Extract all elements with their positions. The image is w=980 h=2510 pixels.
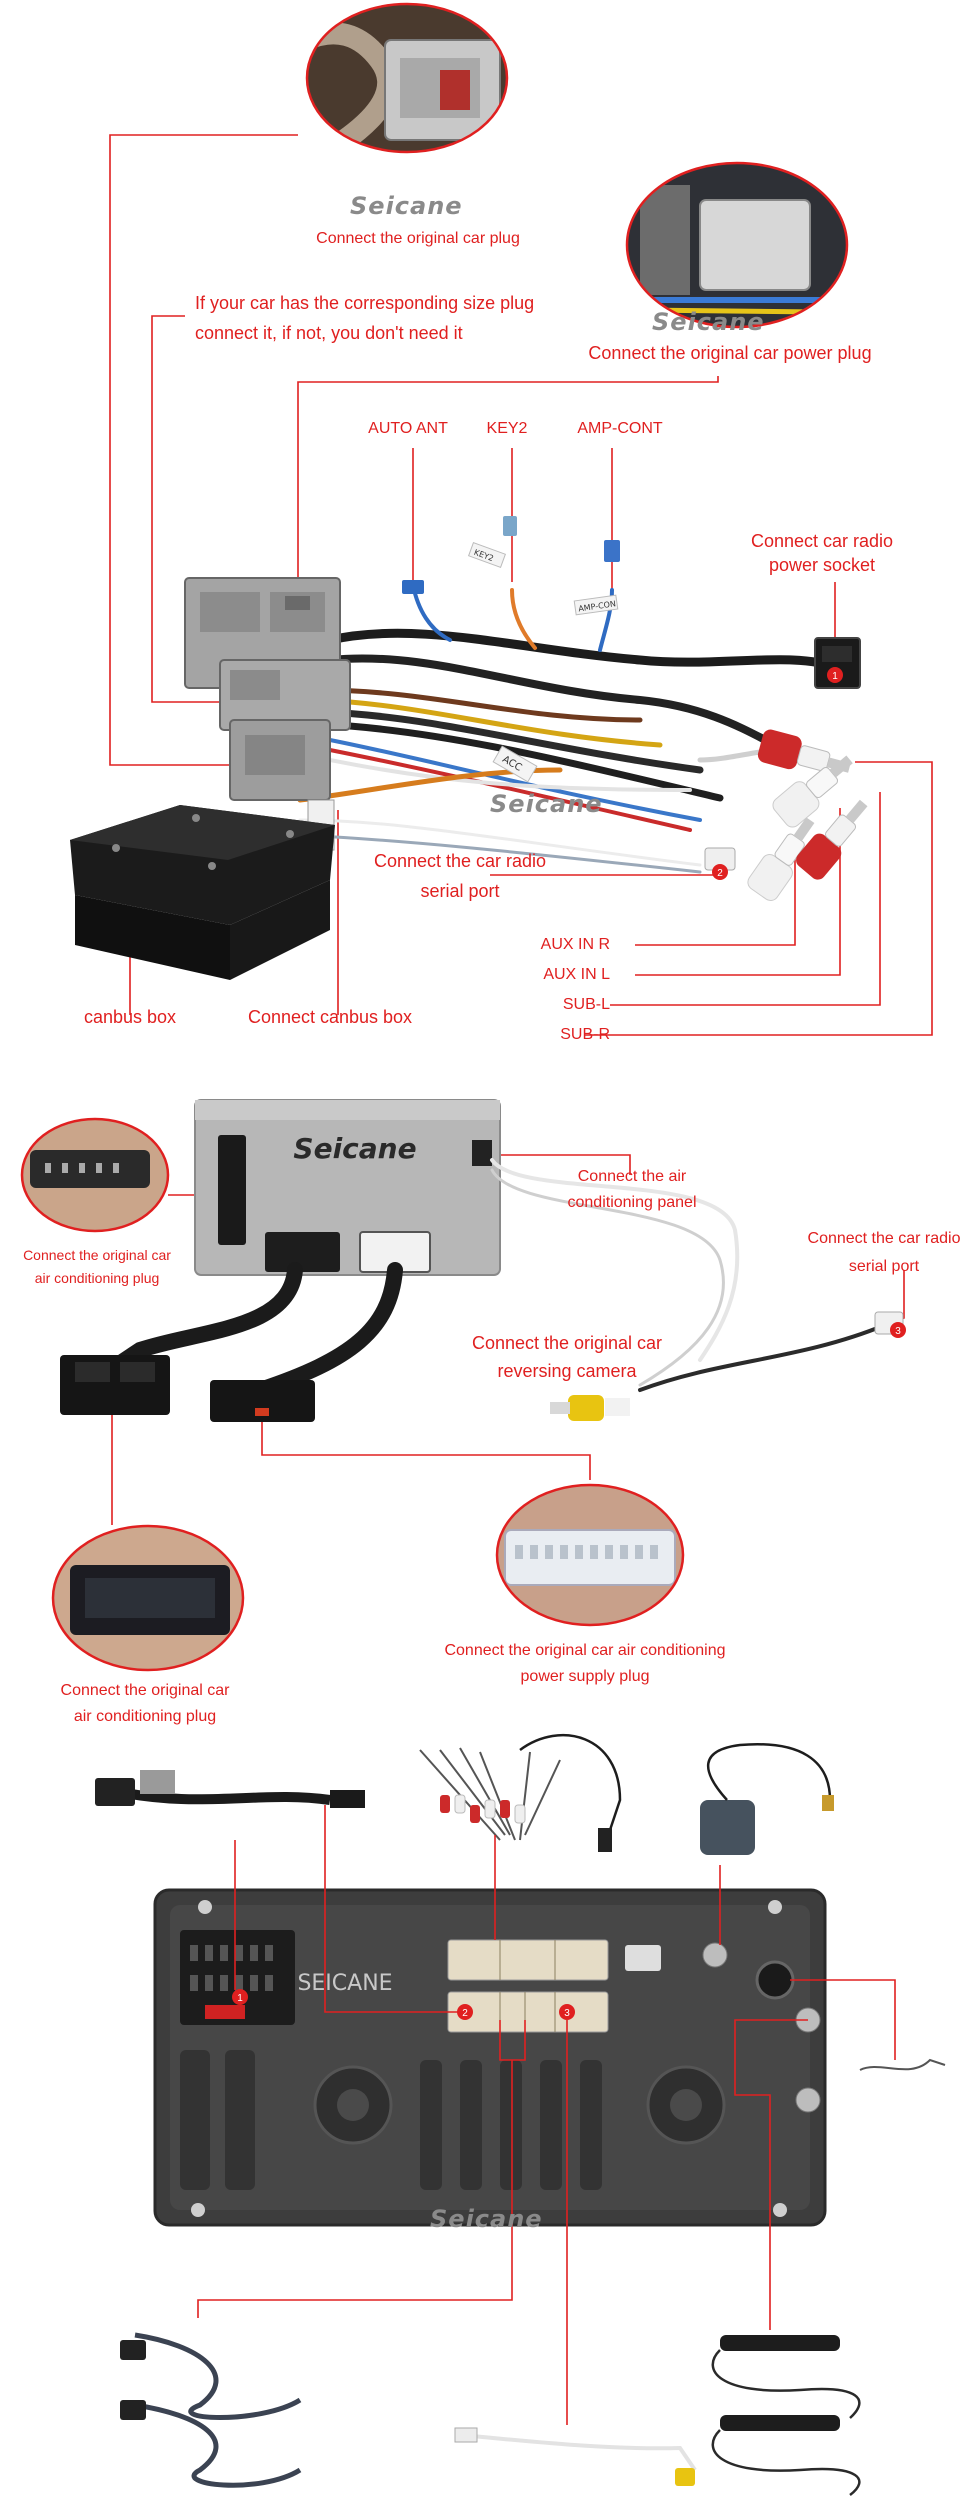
head-unit: SEICANE 1 2 3 [153, 1888, 827, 2227]
watermark-3: Seicane [490, 790, 603, 818]
s3-cables [120, 2058, 946, 2496]
label-serial-1: Connect the car radio [373, 851, 547, 871]
label-size-plug-1: If your car has the corresponding size p… [195, 293, 535, 313]
label-canbus-box: canbus box [83, 1007, 177, 1027]
photo-ac-plug-2 [51, 1524, 245, 1672]
leader-lines-s3 [197, 1805, 896, 2425]
photo-ac-power-plug [495, 1483, 685, 1627]
label-camera-2: reversing camera [497, 1361, 637, 1381]
rca-plugs [747, 729, 868, 902]
serial-port-s1: 2 [704, 847, 736, 880]
label-ac-plug-b2: air conditioning plug [73, 1708, 217, 1725]
label-serial-s2-2: serial port [848, 1258, 920, 1275]
wire-tags: KEY2 AMP-CON ACC [402, 516, 620, 783]
badge-3: 3 [895, 1326, 901, 1337]
photo-power-plug [625, 161, 849, 329]
label-aux-r: AUX IN R [540, 936, 610, 953]
label-key2: KEY2 [486, 420, 528, 437]
label-canbus-connect: Connect canbus box [247, 1007, 413, 1027]
label-camera-1: Connect the original car [471, 1333, 663, 1353]
s2-connectors: 3 [60, 1311, 906, 1422]
photo-ac-plug [20, 1117, 170, 1233]
label-size-plug-2: connect it, if not, you don't need it [195, 323, 463, 343]
s2-wires [102, 1158, 887, 1398]
badge-unit-1: 1 [237, 1993, 243, 2004]
label-ac-panel-1: Connect the air [577, 1168, 687, 1185]
label-ac-power-2: power supply plug [520, 1668, 650, 1685]
label-radio-socket-1: Connect car radio [750, 531, 894, 551]
label-serial-2: serial port [420, 881, 500, 901]
label-ac-power-1: Connect the original car air conditionin… [444, 1642, 726, 1659]
watermark-2: Seicane [652, 308, 765, 336]
watermark-1: Seicane [350, 192, 463, 220]
label-original-plug: Connect the original car plug [316, 230, 520, 247]
label-serial-s2-1: Connect the car radio [807, 1230, 961, 1247]
label-radio-socket-2: power socket [768, 555, 876, 575]
unit-brand: SEICANE [297, 1971, 392, 1996]
badge-2: 2 [717, 868, 723, 879]
label-aux-l: AUX IN L [543, 966, 610, 983]
label-power-plug: Connect the original car power plug [588, 343, 872, 363]
s3-accessories [95, 1734, 834, 1855]
badge-1: 1 [832, 671, 838, 682]
canbus-box [70, 805, 335, 980]
label-ac-plug-1: Connect the original car [23, 1247, 171, 1263]
label-sub-r: SUB-R [560, 1026, 610, 1043]
radio-power-socket: 1 [814, 637, 861, 689]
badge-unit-3: 3 [564, 2008, 570, 2019]
watermark-4: Seicane [430, 2205, 543, 2233]
ac-canbus-box: Seicane [194, 1099, 501, 1276]
label-ac-plug-2: air conditioning plug [34, 1270, 160, 1286]
harness-wires [297, 583, 845, 874]
photo-original-plug [305, 2, 509, 154]
label-sub-l: SUB-L [562, 996, 610, 1013]
box-brand: Seicane [293, 1132, 416, 1165]
label-ac-panel-2: conditioning panel [567, 1194, 697, 1211]
label-auto-ant: AUTO ANT [368, 420, 448, 437]
label-amp-cont: AMP-CONT [577, 420, 663, 437]
label-ac-plug-b1: Connect the original car [60, 1682, 230, 1699]
badge-unit-2: 2 [462, 2008, 468, 2019]
